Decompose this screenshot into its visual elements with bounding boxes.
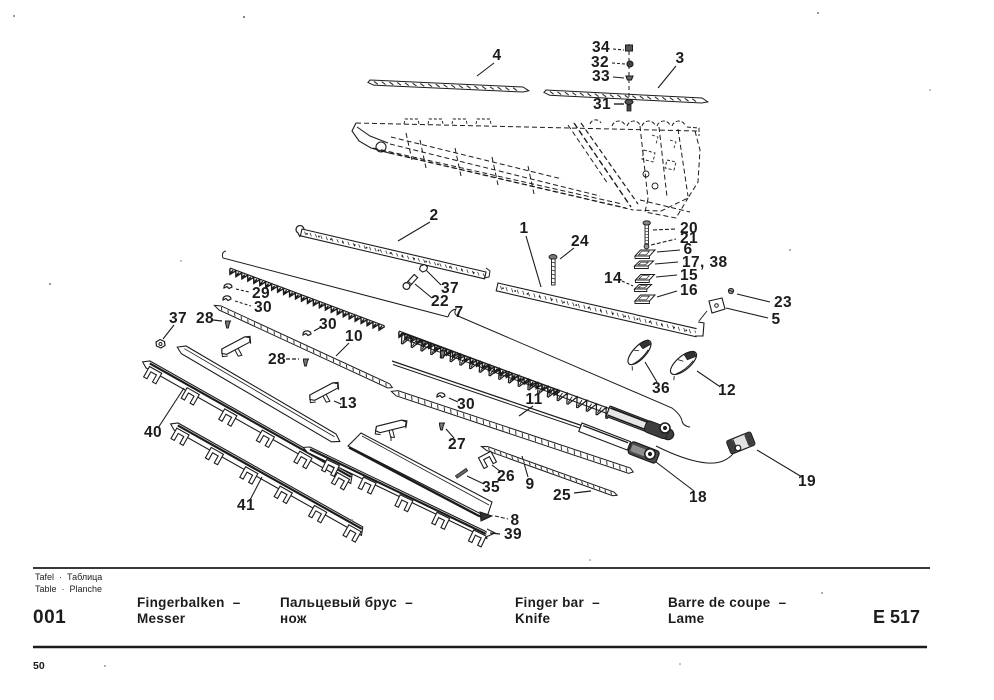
svg-text:39: 39 (504, 526, 522, 543)
svg-text:8: 8 (510, 512, 519, 529)
svg-text:Lame: Lame (668, 611, 705, 626)
svg-text:10: 10 (345, 328, 363, 345)
svg-text:4: 4 (492, 47, 501, 64)
svg-text:40: 40 (144, 424, 162, 441)
svg-text:23: 23 (774, 294, 792, 311)
svg-text:18: 18 (689, 489, 707, 506)
svg-text:11: 11 (525, 391, 542, 408)
svg-text:32: 32 (591, 54, 609, 71)
svg-text:5: 5 (771, 311, 780, 328)
svg-text:16: 16 (680, 282, 698, 299)
svg-text:20: 20 (680, 220, 698, 237)
svg-text:14: 14 (604, 270, 622, 287)
svg-text:30: 30 (457, 396, 475, 413)
svg-text:25: 25 (553, 487, 571, 504)
svg-text:1: 1 (519, 220, 528, 237)
svg-text:Knife: Knife (515, 611, 550, 626)
svg-text:30: 30 (319, 316, 337, 333)
svg-text:2: 2 (429, 207, 438, 224)
svg-text:Fingerbalken –: Fingerbalken – (137, 595, 241, 610)
svg-text:12: 12 (718, 382, 736, 399)
svg-text:35: 35 (482, 479, 500, 496)
svg-text:E 517: E 517 (873, 607, 920, 627)
svg-text:001: 001 (33, 607, 66, 628)
svg-text:21: 21 (680, 230, 698, 247)
svg-text:19: 19 (798, 473, 816, 490)
svg-text:37: 37 (441, 280, 459, 297)
svg-text:Table · Planche: Table · Planche (35, 584, 102, 594)
svg-text:27: 27 (448, 436, 466, 453)
svg-text:29: 29 (252, 285, 270, 302)
svg-text:37: 37 (169, 310, 187, 327)
svg-text:41: 41 (237, 497, 255, 514)
svg-text:34: 34 (592, 39, 610, 56)
svg-text:Tafel · Таблица: Tafel · Таблица (35, 572, 102, 582)
svg-text:31: 31 (593, 96, 611, 113)
svg-text:30: 30 (254, 299, 272, 316)
svg-text:15: 15 (680, 267, 698, 284)
svg-text:3: 3 (675, 50, 684, 67)
svg-text:36: 36 (652, 380, 670, 397)
svg-text:6: 6 (683, 241, 692, 258)
svg-text:33: 33 (592, 68, 610, 85)
svg-text:7: 7 (454, 304, 463, 321)
svg-text:Barre de coupe –: Barre de coupe – (668, 595, 787, 610)
svg-text:Messer: Messer (137, 611, 186, 626)
svg-text:17, 38: 17, 38 (682, 254, 728, 271)
svg-text:26: 26 (497, 468, 515, 485)
svg-text:28: 28 (196, 310, 214, 327)
svg-text:9: 9 (525, 476, 534, 493)
svg-text:13: 13 (339, 395, 357, 412)
svg-text:24: 24 (571, 233, 589, 250)
svg-text:22: 22 (431, 293, 449, 310)
svg-text:Пальцевый брус –: Пальцевый брус – (280, 595, 413, 610)
svg-text:28: 28 (268, 351, 286, 368)
svg-text:50: 50 (33, 660, 45, 672)
svg-text:нож: нож (280, 611, 307, 626)
svg-text:Finger bar –: Finger bar – (515, 595, 600, 610)
